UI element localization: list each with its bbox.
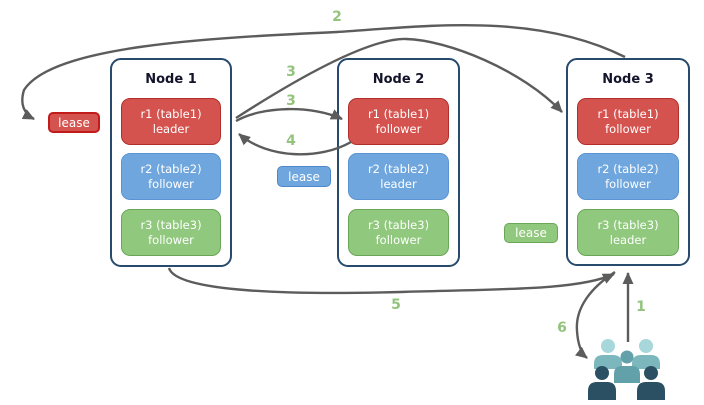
arrow-step-5 — [167, 267, 615, 295]
replica-name: r1 (table1) — [140, 106, 202, 121]
node-3-title: Node 3 — [602, 72, 654, 87]
replica-node3-r1: r1 (table1) follower — [577, 98, 679, 145]
step-label-3b: 3 — [286, 93, 296, 109]
replica-name: r3 (table3) — [140, 217, 202, 232]
replica-node2-r1: r1 (table1) follower — [348, 98, 449, 145]
replica-role: leader — [609, 232, 647, 247]
replica-role: follower — [605, 176, 651, 191]
replica-name: r2 (table2) — [367, 161, 430, 176]
node-1-box: Node 1 r1 (table1) leader r2 (table2) fo… — [110, 58, 232, 267]
replica-name: r1 (table1) — [367, 106, 430, 121]
replica-name: r3 (table3) — [597, 217, 659, 232]
step-label-5: 5 — [391, 297, 401, 313]
lease-badge-r1: lease — [48, 112, 100, 133]
replica-role: follower — [605, 121, 651, 136]
step-label-1: 1 — [636, 299, 646, 315]
replica-name: r1 (table1) — [597, 106, 659, 121]
replica-role: follower — [148, 176, 194, 191]
replica-node2-r3: r3 (table3) follower — [348, 209, 449, 256]
step-label-6: 6 — [557, 320, 567, 336]
replica-role: follower — [148, 232, 194, 247]
replica-role: follower — [375, 232, 422, 247]
replica-role: follower — [375, 121, 422, 136]
node-3-box: Node 3 r1 (table1) follower r2 (table2) … — [566, 58, 690, 266]
lease-badge-r3: lease — [504, 223, 558, 243]
replica-role: leader — [380, 176, 417, 191]
arrow-step-3-to-node2 — [235, 107, 343, 123]
step-label-3a: 3 — [286, 64, 296, 80]
node-2-title: Node 2 — [372, 72, 425, 87]
replica-name: r2 (table2) — [597, 161, 659, 176]
node-1-title: Node 1 — [145, 72, 197, 87]
users-group-icon — [588, 339, 665, 400]
lease-badge-r2: lease — [277, 166, 331, 187]
replica-name: r3 (table3) — [367, 217, 430, 232]
replica-name: r2 (table2) — [140, 161, 202, 176]
step-label-2: 2 — [332, 9, 342, 25]
replica-node2-r2: r2 (table2) leader — [348, 153, 449, 200]
replica-node1-r1: r1 (table1) leader — [121, 98, 221, 145]
step-label-4: 4 — [286, 133, 296, 149]
replica-role: leader — [152, 121, 190, 136]
replica-node3-r3: r3 (table3) leader — [577, 209, 679, 256]
replica-node1-r2: r2 (table2) follower — [121, 153, 221, 200]
replica-node1-r3: r3 (table3) follower — [121, 209, 221, 256]
replica-node3-r2: r2 (table2) follower — [577, 153, 679, 200]
node-2-box: Node 2 r1 (table1) follower r2 (table2) … — [337, 58, 460, 267]
